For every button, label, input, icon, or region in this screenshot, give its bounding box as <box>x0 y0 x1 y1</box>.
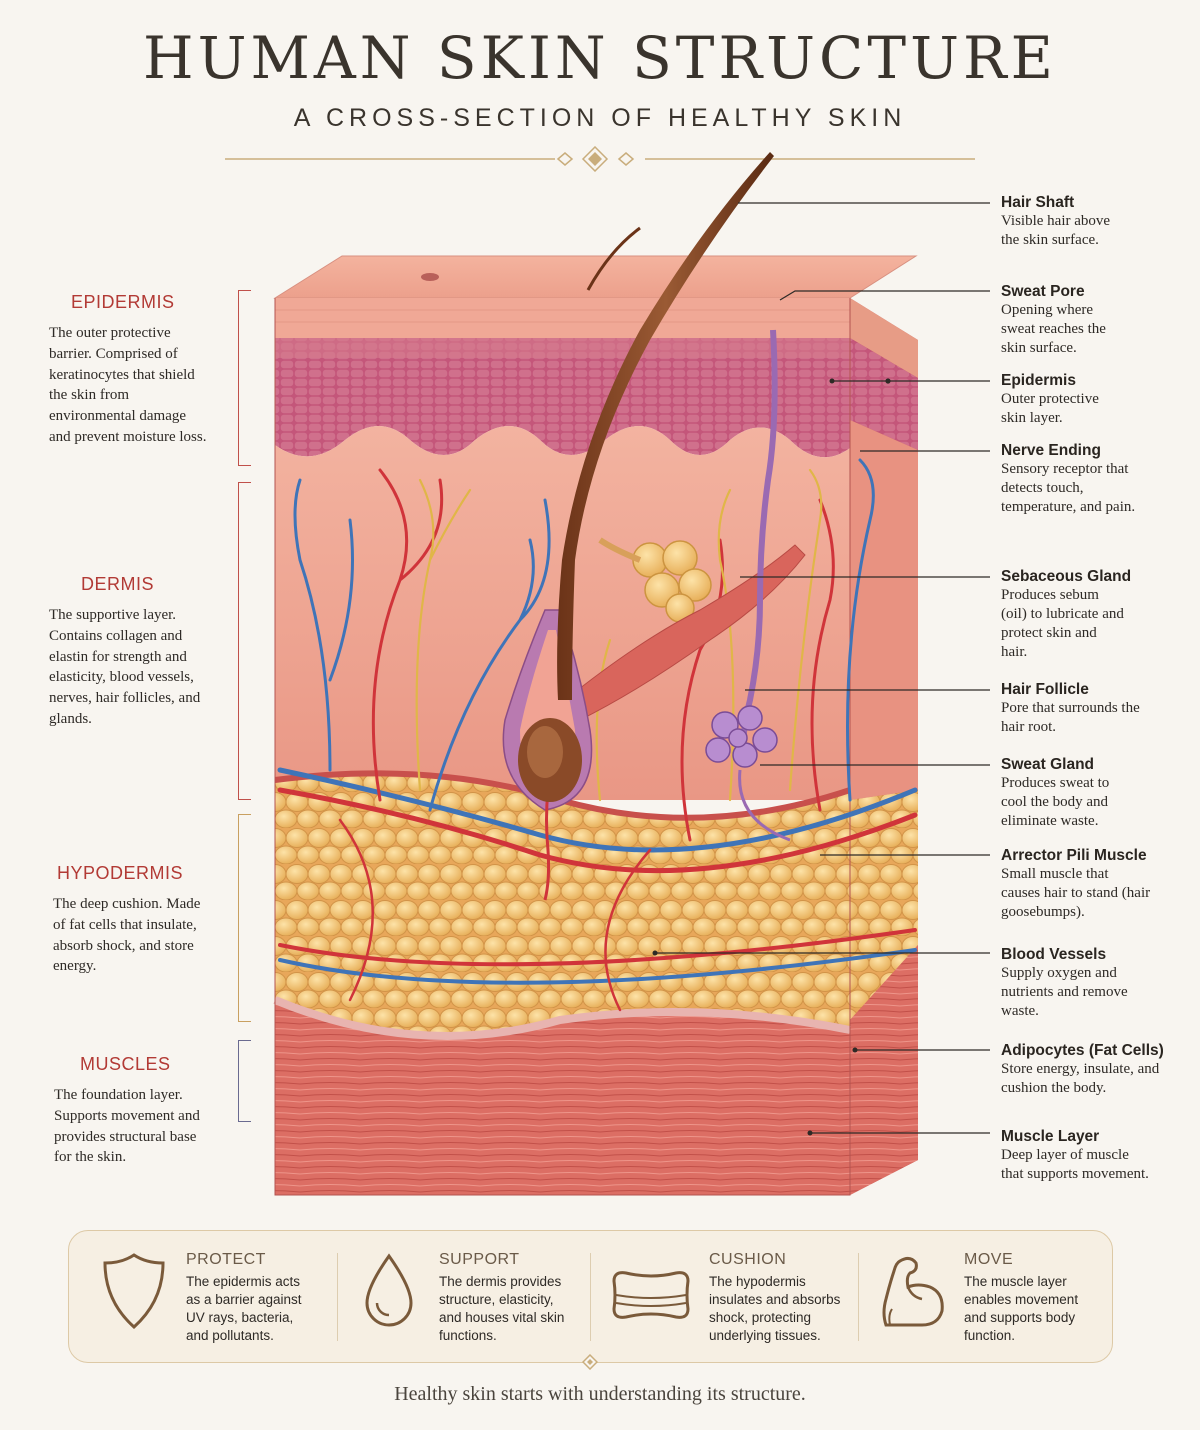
callout-hair-shaft: Hair Shaft Visible hair above the skin s… <box>1001 193 1191 250</box>
callout-description: Store energy, insulate, and cushion the … <box>1001 1061 1160 1096</box>
muscles-bracket <box>238 1040 251 1122</box>
callout-title: Adipocytes (Fat Cells) <box>1001 1042 1164 1059</box>
feature-move: MOVE The muscle layer enables movement a… <box>860 1231 1110 1362</box>
layer-description: The outer protective barrier. Comprised … <box>49 325 207 445</box>
hypodermis-label: HYPODERMIS The deep cushion. Made of fat… <box>53 863 233 977</box>
layer-name: EPIDERMIS <box>71 292 175 312</box>
callout-description: Produces sweat to cool the body and elim… <box>1001 775 1110 829</box>
hypodermis-bracket <box>238 814 251 1022</box>
dermis-label: DERMIS The supportive layer. Contains co… <box>49 574 229 730</box>
divider <box>858 1253 859 1341</box>
callout-hair-follicle: Hair Follicle Pore that surrounds the ha… <box>1001 680 1191 737</box>
flexed-arm-icon <box>882 1256 944 1327</box>
feature-protect: PROTECT The epidermis acts as a barrier … <box>69 1231 334 1362</box>
footer-tagline: Healthy skin starts with understanding i… <box>394 1383 806 1405</box>
callout-description: Deep layer of muscle that supports movem… <box>1001 1147 1149 1182</box>
panel-ornament-icon <box>582 1354 598 1370</box>
callout-title: Sebaceous Gland <box>1001 568 1132 585</box>
epidermis-label: EPIDERMIS The outer protective barrier. … <box>49 292 229 448</box>
callout-description: Produces sebum (oil) to lubricate and pr… <box>1001 587 1124 660</box>
feature-description: The hypodermis insulates and absorbs sho… <box>709 1274 841 1343</box>
callout-description: Sensory receptor that detects touch, tem… <box>1001 461 1136 515</box>
divider <box>337 1253 338 1341</box>
callout-adipocytes: Adipocytes (Fat Cells) Store energy, ins… <box>1001 1041 1191 1098</box>
feature-title: SUPPORT <box>439 1251 520 1268</box>
droplet-icon <box>365 1253 413 1327</box>
callout-arrector-pili-muscle: Arrector Pili Muscle Small muscle that c… <box>1001 846 1191 922</box>
callout-muscle-layer: Muscle Layer Deep layer of muscle that s… <box>1001 1127 1191 1184</box>
feature-support: SUPPORT The dermis provides structure, e… <box>339 1231 589 1362</box>
layer-description: The deep cushion. Made of fat cells that… <box>53 896 201 975</box>
feature-description: The dermis provides structure, elasticit… <box>439 1274 565 1343</box>
callout-description: Visible hair above the skin surface. <box>1001 213 1111 248</box>
ornamental-divider <box>225 146 975 172</box>
callout-epidermis: Epidermis Outer protective skin layer. <box>1001 371 1191 428</box>
feature-title: CUSHION <box>709 1251 787 1268</box>
epidermis-bracket <box>238 290 251 466</box>
callout-sweat-gland: Sweat Gland Produces sweat to cool the b… <box>1001 755 1191 831</box>
callout-description: Small muscle that causes hair to stand (… <box>1001 866 1151 920</box>
function-summary-panel: PROTECT The epidermis acts as a barrier … <box>68 1230 1113 1363</box>
feature-description: The epidermis acts as a barrier against … <box>186 1274 302 1343</box>
callout-title: Hair Follicle <box>1001 681 1089 698</box>
callout-title: Epidermis <box>1001 372 1076 389</box>
callout-description: Outer protective skin layer. <box>1001 391 1099 426</box>
feature-title: MOVE <box>964 1251 1014 1268</box>
layer-name: MUSCLES <box>80 1054 171 1074</box>
feature-description: The muscle layer enables movement and su… <box>964 1274 1079 1343</box>
callout-title: Muscle Layer <box>1001 1128 1100 1145</box>
dermis-bracket <box>238 482 251 800</box>
callout-description: Pore that surrounds the hair root. <box>1001 700 1140 735</box>
muscles-label: MUSCLES The foundation layer. Supports m… <box>54 1054 234 1168</box>
callout-title: Sweat Gland <box>1001 756 1095 773</box>
layer-name: HYPODERMIS <box>57 863 184 883</box>
callout-title: Hair Shaft <box>1001 194 1075 211</box>
callout-sebaceous-gland: Sebaceous Gland Produces sebum (oil) to … <box>1001 567 1191 662</box>
callout-title: Nerve Ending <box>1001 442 1101 459</box>
layer-name: DERMIS <box>81 574 155 594</box>
callout-title: Arrector Pili Muscle <box>1001 847 1147 864</box>
callout-blood-vessels: Blood Vessels Supply oxygen and nutrient… <box>1001 945 1191 1021</box>
page-title: HUMAN SKIN STRUCTURE <box>142 24 1057 92</box>
feature-title: PROTECT <box>186 1251 266 1268</box>
callout-description: Supply oxygen and nutrients and remove w… <box>1001 965 1128 1019</box>
callout-nerve-ending: Nerve Ending Sensory receptor that detec… <box>1001 441 1191 517</box>
shield-icon <box>103 1253 165 1330</box>
callout-title: Blood Vessels <box>1001 946 1107 963</box>
page-subtitle: A CROSS-SECTION OF HEALTHY SKIN <box>293 104 907 132</box>
callout-sweat-pore: Sweat Pore Opening where sweat reaches t… <box>1001 282 1191 358</box>
callout-description: Opening where sweat reaches the skin sur… <box>1001 302 1106 356</box>
sweat-gland-coil <box>705 705 778 768</box>
cushion-icon <box>612 1271 690 1319</box>
skin-cross-section-diagram <box>273 152 990 1196</box>
layer-description: The foundation layer. Supports movement … <box>54 1087 200 1166</box>
feature-cushion: CUSHION The hypodermis insulates and abs… <box>592 1231 852 1362</box>
layer-description: The supportive layer. Contains collagen … <box>49 607 201 727</box>
divider <box>590 1253 591 1341</box>
callout-title: Sweat Pore <box>1001 283 1085 300</box>
